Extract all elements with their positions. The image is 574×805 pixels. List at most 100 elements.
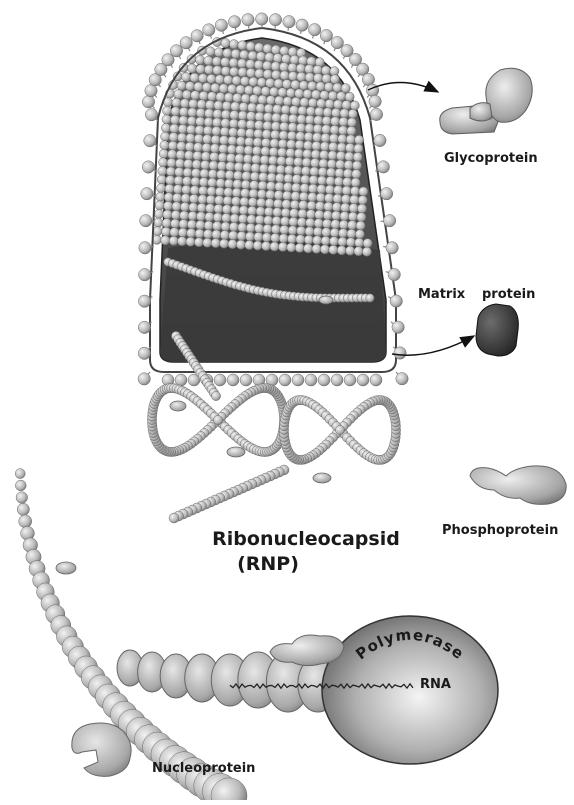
coil-bead [230, 67, 239, 76]
coil-bead [290, 209, 299, 218]
coil-bead [329, 245, 338, 254]
coil-bead [182, 72, 191, 81]
coil-bead [240, 77, 249, 86]
coil-bead [238, 214, 247, 223]
coil-bead [315, 210, 324, 219]
coil-bead [219, 136, 228, 145]
coil-bead [191, 91, 200, 100]
coil-bead [198, 74, 207, 83]
coil-bead [332, 203, 341, 212]
coil-bead [320, 91, 329, 100]
coil-bead [207, 187, 216, 196]
coil-bead [289, 217, 298, 226]
coil-bead [202, 143, 211, 152]
coil-bead [213, 109, 222, 118]
coil-bead [160, 141, 169, 150]
coil-bead [296, 132, 305, 141]
spike-head [320, 29, 332, 41]
coil-bead [291, 97, 300, 106]
coil-bead [191, 177, 200, 186]
coil-bead [255, 43, 264, 52]
coil-bead [342, 186, 351, 195]
coil-bead [216, 179, 225, 188]
coil-bead [350, 101, 359, 110]
coil-bead [178, 228, 187, 237]
ribonucleocapsid-label: Ribonucleocapsid [212, 528, 400, 550]
coil-bead [256, 52, 265, 61]
coil-bead [288, 226, 297, 235]
coil-bead [208, 169, 217, 178]
coil-bead [290, 55, 299, 64]
coil-bead [178, 124, 187, 133]
coil-bead [291, 192, 300, 201]
coil-bead [229, 119, 238, 128]
coil-bead [282, 54, 291, 63]
coil-bead [311, 90, 320, 99]
coil-bead [179, 219, 188, 228]
coil-bead [183, 168, 192, 177]
coil-bead [221, 57, 230, 66]
coil-bead [195, 55, 204, 64]
coil-bead [269, 87, 278, 96]
coil-bead [256, 103, 265, 112]
coil-bead [237, 128, 246, 137]
coil-bead [161, 227, 170, 236]
coil-bead [348, 212, 357, 221]
coil-bead [297, 218, 306, 227]
coil-bead [320, 142, 329, 151]
coil-bead [314, 116, 323, 125]
spike-head [144, 135, 156, 147]
coil-bead [154, 209, 163, 218]
coil-bead [171, 219, 180, 228]
coil-bead [262, 130, 271, 139]
coil-bead [346, 238, 355, 247]
coil-bead [254, 121, 263, 130]
coil-bead [203, 135, 212, 144]
coil-bead [312, 244, 321, 253]
coil-bead [211, 83, 220, 92]
coil-bead [313, 227, 322, 236]
rnp-bead [16, 492, 28, 504]
coil-bead [186, 134, 195, 143]
coil-bead [199, 186, 208, 195]
spike-head [145, 85, 157, 97]
spike-head [227, 374, 239, 386]
coil-bead [271, 62, 280, 71]
coil-bead [171, 210, 180, 219]
coil-bead [158, 166, 167, 175]
coil-bead [232, 76, 241, 85]
coil-bead [289, 106, 298, 115]
coil-bead [170, 228, 179, 237]
coil-bead [358, 196, 367, 205]
coil-bead [280, 114, 289, 123]
rnp-bead [15, 469, 25, 479]
coil-bead [283, 191, 292, 200]
spike-head [292, 374, 304, 386]
coil-bead [325, 99, 334, 108]
coil-bead [251, 163, 260, 172]
coil-bead [217, 161, 226, 170]
coil-bead [161, 123, 170, 132]
coil-bead [307, 201, 316, 210]
coil-bead [247, 112, 256, 121]
coil-bead [157, 175, 166, 184]
spike-head [370, 108, 382, 120]
coil-bead [282, 200, 291, 209]
coil-bead [341, 84, 350, 93]
coil-bead [184, 151, 193, 160]
coil-bead [346, 246, 355, 255]
coil-bead [245, 240, 254, 249]
coil-bead [239, 102, 248, 111]
coil-bead [189, 203, 198, 212]
matrix-label: Matrix [418, 287, 466, 302]
coil-bead [333, 83, 342, 92]
coil-bead [175, 167, 184, 176]
coil-bead [336, 151, 345, 160]
coil-bead [229, 231, 238, 240]
coil-bead [355, 135, 364, 144]
coil-bead [156, 192, 165, 201]
coil-bead [213, 66, 222, 75]
coil-bead [304, 235, 313, 244]
coil-bead [262, 233, 271, 242]
